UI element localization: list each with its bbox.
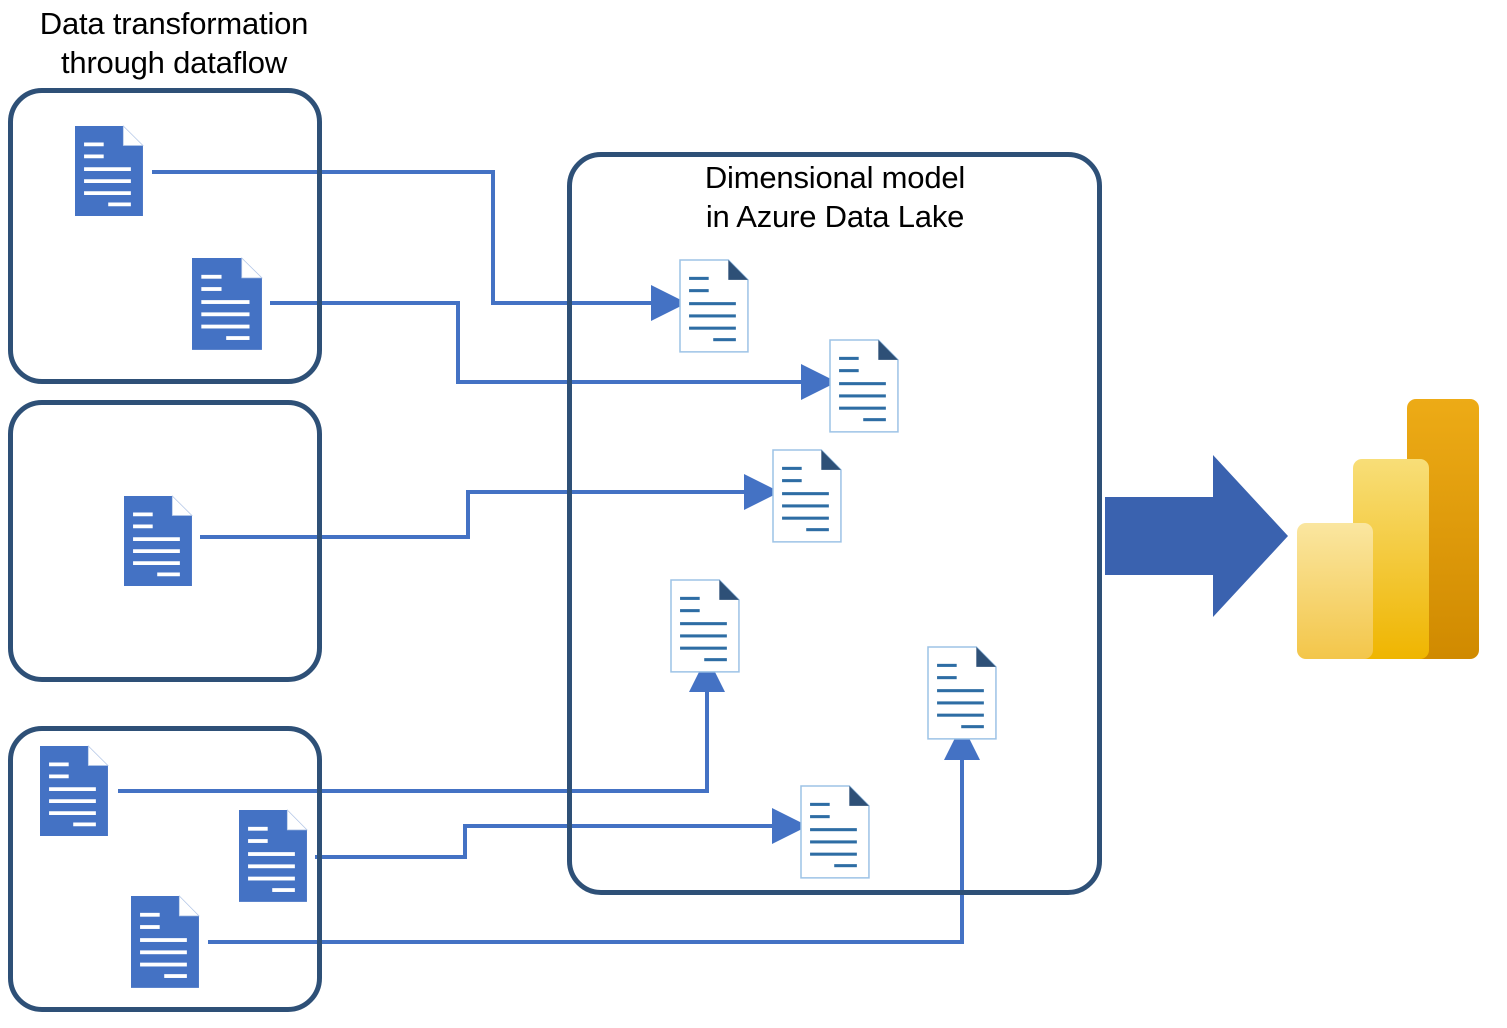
source-group-title: Data transformation through dataflow [39,6,309,80]
power-bi-logo [1297,399,1479,659]
source-file-3 [124,495,193,586]
flow-to-powerbi-arrow [1105,455,1288,617]
target-file-4 [670,579,740,673]
connector-6 [208,724,980,944]
connector-5 [315,808,808,859]
source-file-6 [131,895,200,988]
connector-4 [118,656,725,793]
target-file-2 [829,339,899,433]
target-file-1 [679,259,749,353]
dimensional-model-group [567,152,1102,895]
dimensional-model-title: Dimensional model in Azure Data Lake [704,160,966,234]
connector-3 [200,474,780,539]
source-file-4 [40,745,109,836]
connector-1 [152,170,687,321]
powerbi-bar-front [1297,523,1373,659]
source-file-1 [75,125,144,216]
source-file-2 [192,257,263,350]
source-group-3 [8,726,322,1012]
target-file-6 [800,785,870,879]
source-group-2 [8,400,322,682]
target-file-3 [772,449,842,543]
target-file-5 [927,646,997,740]
source-group-1 [8,88,322,384]
connector-2 [270,301,837,400]
source-file-5 [239,809,308,902]
